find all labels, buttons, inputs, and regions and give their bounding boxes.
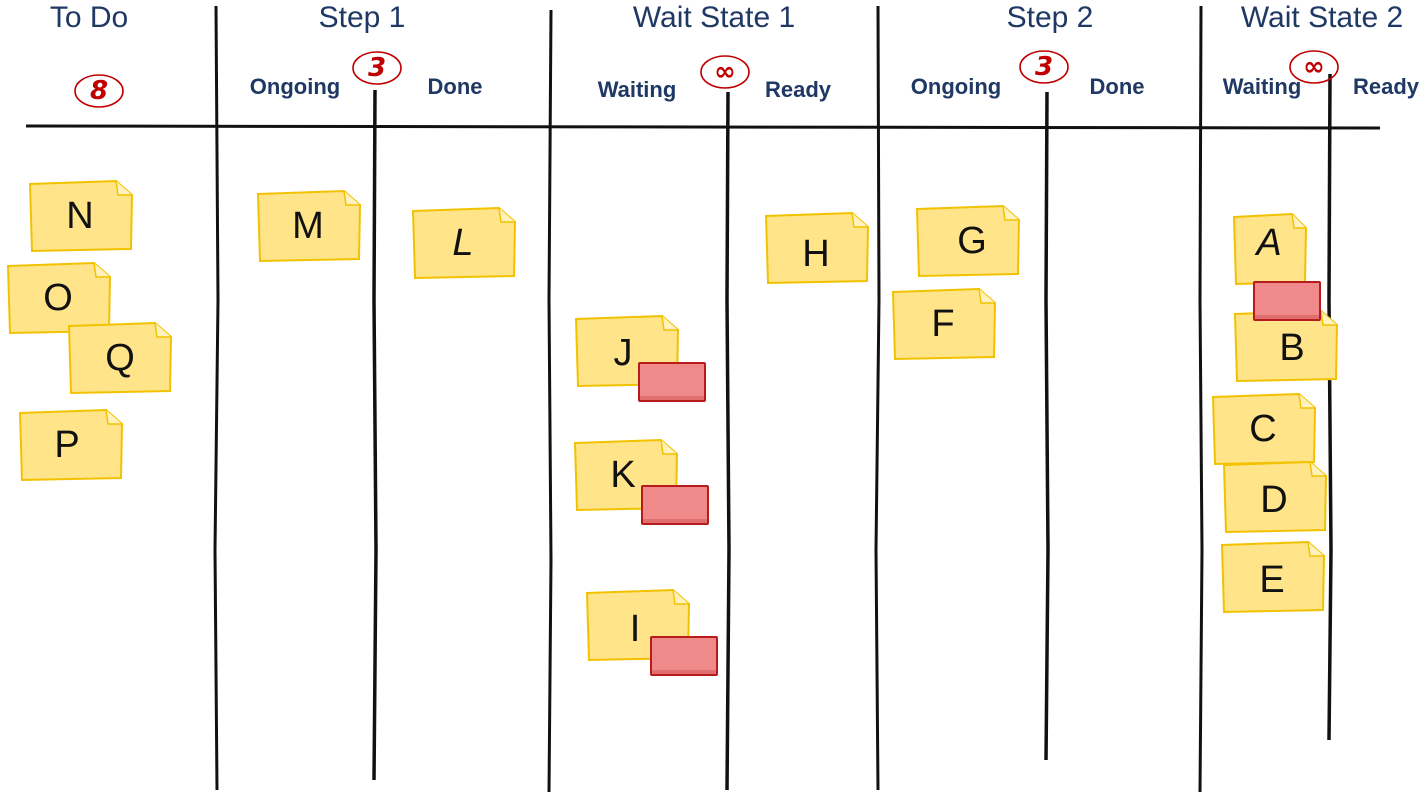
column-divider-line (547, 9, 553, 793)
sticky-note-card[interactable]: H (764, 211, 870, 285)
column-title-wait-state-1: Wait State 1 (632, 1, 796, 34)
sticky-note-card[interactable]: C (1211, 392, 1317, 466)
card-label: F (931, 303, 955, 345)
sticky-note-card[interactable]: F (891, 287, 997, 361)
card-label: H (802, 233, 830, 275)
column-divider-line (213, 5, 220, 791)
column-title-todo: To Do (49, 1, 129, 34)
sticky-note-card[interactable]: Q (67, 321, 173, 395)
column-title-wait-state-2: Wait State 2 (1240, 1, 1404, 34)
card-label: A (1256, 222, 1282, 264)
sticky-note-card[interactable]: M (256, 189, 362, 263)
card-label: I (629, 608, 641, 650)
card-label: P (54, 424, 80, 466)
column-divider-line (874, 5, 881, 791)
wip-limit-value: 3 (1034, 52, 1054, 82)
card-label: C (1249, 408, 1277, 450)
sub-column-label-step-2-done: Done (1089, 74, 1145, 99)
sticky-note-card[interactable]: L (411, 206, 517, 280)
sub-column-label-step-1-done: Done (427, 74, 483, 99)
column-divider-line (1198, 5, 1204, 793)
sub-column-divider-line (725, 91, 731, 791)
wip-limit-value: 3 (367, 53, 387, 83)
sub-column-label-step-2-ongoing: Ongoing (910, 74, 1002, 99)
sticky-note-card[interactable]: B (1233, 309, 1339, 383)
wip-limit-value: 8 (89, 76, 109, 106)
wip-limit-badge-todo: 8 (72, 72, 126, 110)
sticky-note-card[interactable]: N (28, 179, 134, 253)
sub-column-label-wait-2-waiting: Waiting (1222, 74, 1302, 99)
sub-column-divider-line (1044, 91, 1050, 761)
blocker-marker[interactable] (638, 362, 706, 402)
wip-limit-badge-wait-state-1: ∞ (698, 53, 752, 91)
wip-limit-badge-wait-state-2: ∞ (1287, 48, 1341, 86)
card-label: Q (105, 337, 135, 379)
card-label: M (292, 205, 324, 247)
column-title-step-2: Step 2 (1006, 1, 1094, 34)
blocker-marker[interactable] (650, 636, 718, 676)
sub-column-divider-line (1327, 73, 1333, 741)
card-label: O (43, 277, 73, 319)
sub-column-divider-line (372, 89, 378, 781)
sticky-note-card[interactable]: E (1220, 540, 1326, 614)
card-label: D (1260, 479, 1288, 521)
sub-column-label-wait-1-waiting: Waiting (597, 77, 677, 102)
card-label: N (66, 195, 94, 237)
sticky-note-card[interactable]: P (18, 408, 124, 482)
sticky-note-card[interactable]: O (6, 261, 112, 335)
header-divider-line (25, 124, 1381, 130)
wip-limit-value: ∞ (714, 57, 736, 87)
sub-column-label-wait-1-ready: Ready (764, 77, 832, 102)
sub-column-label-wait-2-ready: Ready (1352, 74, 1420, 99)
wip-limit-badge-step-1: 3 (350, 49, 404, 87)
card-label: E (1259, 559, 1285, 601)
blocker-marker[interactable] (641, 485, 709, 525)
sticky-note-card[interactable]: D (1222, 460, 1328, 534)
wip-limit-value: ∞ (1303, 52, 1325, 82)
sticky-note-card[interactable]: G (915, 204, 1021, 278)
column-title-step-1: Step 1 (318, 1, 406, 34)
card-label: L (452, 222, 474, 264)
card-label: G (957, 220, 987, 262)
card-label: B (1279, 327, 1305, 369)
sticky-note-card[interactable]: A (1232, 212, 1308, 286)
blocker-marker[interactable] (1253, 281, 1321, 321)
wip-limit-badge-step-2: 3 (1017, 48, 1071, 86)
card-label: J (613, 332, 633, 374)
sub-column-label-step-1-ongoing: Ongoing (249, 74, 341, 99)
card-label: K (610, 454, 636, 496)
